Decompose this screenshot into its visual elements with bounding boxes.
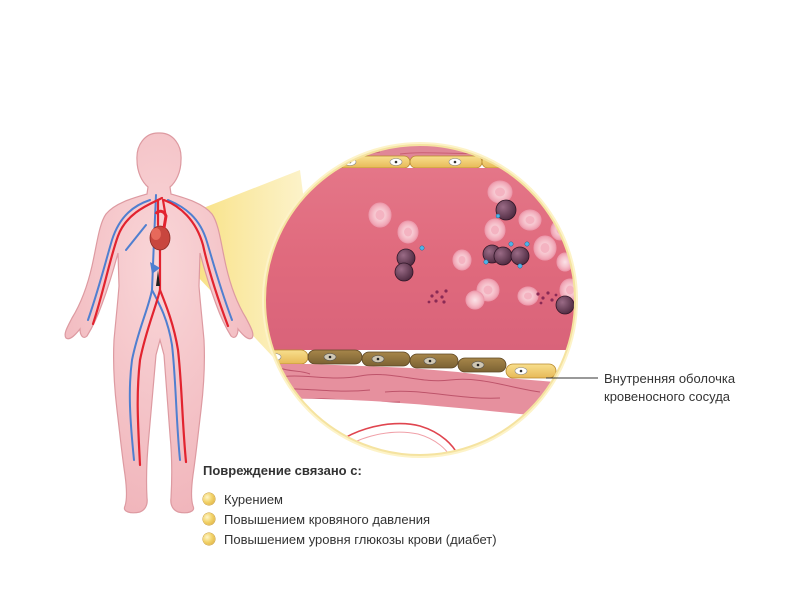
- granules: [427, 289, 558, 305]
- vessel-lumen: [265, 168, 575, 350]
- callout-line-2: кровеносного сосуда: [604, 389, 731, 404]
- legend-item-label: Повышением кровяного давления: [224, 511, 431, 527]
- legend-item-label: Курением: [224, 491, 283, 507]
- callout-line-1: Внутренняя оболочка: [604, 371, 736, 386]
- human-body-figure: [64, 132, 254, 514]
- bullet-icon: [203, 513, 215, 525]
- endothelium-top: [269, 155, 555, 169]
- bullet-icon: [203, 493, 215, 505]
- legend-item-blood-pressure: Повышением кровяного давления: [203, 509, 623, 529]
- legend-item-smoking: Курением: [203, 489, 623, 509]
- arteries: [91, 196, 230, 467]
- legend-item-label: Повышением уровня глюкозы крови (диабет): [224, 531, 497, 547]
- red-blood-cells: [368, 180, 575, 310]
- heart-icon: [149, 209, 171, 251]
- bullet-icon: [203, 533, 215, 545]
- veins: [87, 194, 233, 461]
- magnified-vessel-view: [262, 142, 578, 458]
- damage-causes-legend: Повреждение связано с: Курением Повышени…: [203, 462, 623, 549]
- legend-item-glucose: Повышением уровня глюкозы крови (диабет): [203, 529, 623, 549]
- legend-title: Повреждение связано с:: [203, 463, 362, 478]
- endothelium-callout-label: Внутренняя оболочка кровеносного сосуда: [604, 370, 794, 406]
- platelets: [394, 199, 575, 315]
